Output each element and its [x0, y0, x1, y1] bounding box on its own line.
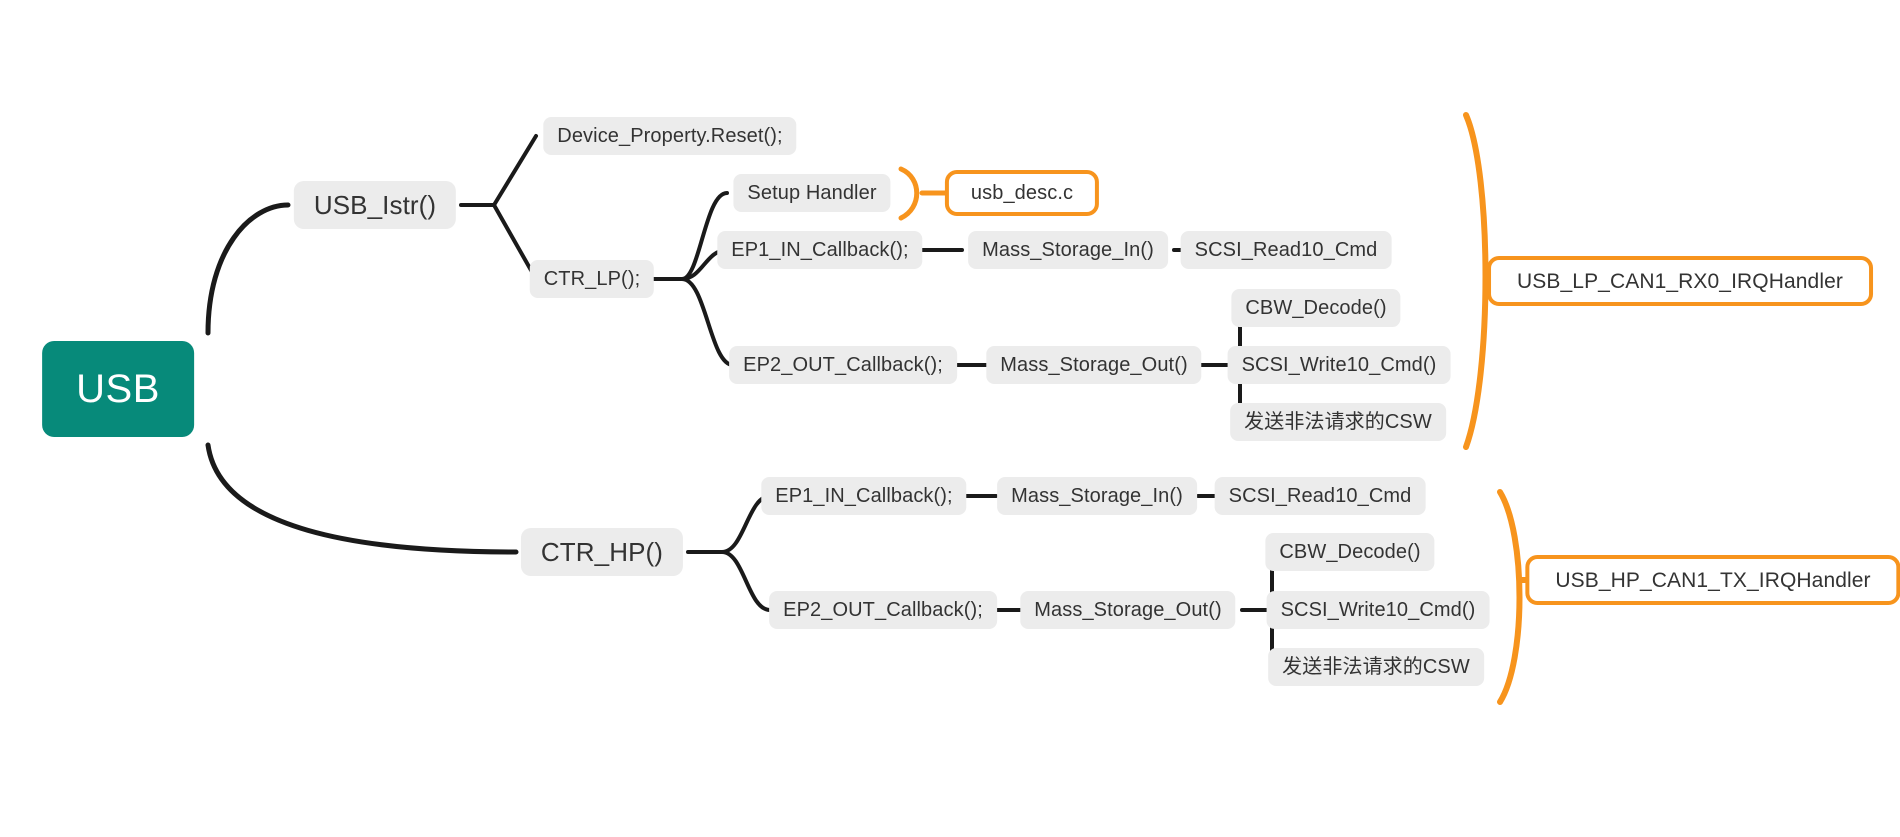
node-lp-cbw-decode[interactable]: CBW_Decode(): [1231, 289, 1401, 327]
node-hp-cbw-decode[interactable]: CBW_Decode(): [1265, 533, 1435, 571]
node-hp-scsi-read10-cmd[interactable]: SCSI_Read10_Cmd: [1214, 477, 1426, 515]
node-hp-mass-storage-in[interactable]: Mass_Storage_In(): [997, 477, 1197, 515]
node-lp-mass-storage-in-label: Mass_Storage_In(): [982, 239, 1154, 261]
node-hp-ep2-out-callback-label: EP2_OUT_Callback();: [783, 599, 983, 621]
node-ctr-hp[interactable]: CTR_HP(): [520, 528, 684, 576]
node-hp-illegal-csw[interactable]: 发送非法请求的CSW: [1268, 648, 1484, 686]
brace-setup-handler: [898, 166, 920, 221]
node-lp-mass-storage-in[interactable]: Mass_Storage_In(): [968, 231, 1168, 269]
node-device-property-reset-label: Device_Property.Reset();: [557, 125, 783, 147]
node-usb-lp-can1-rx0-irqhandler-label: USB_LP_CAN1_RX0_IRQHandler: [1517, 269, 1843, 293]
node-lp-scsi-write10-cmd[interactable]: SCSI_Write10_Cmd(): [1227, 346, 1451, 384]
node-lp-cbw-decode-label: CBW_Decode(): [1245, 297, 1387, 319]
node-lp-mass-storage-out-label: Mass_Storage_Out(): [1000, 354, 1188, 376]
node-usb-hp-can1-tx-irqhandler[interactable]: USB_HP_CAN1_TX_IRQHandler: [1525, 555, 1900, 605]
node-hp-mass-storage-out-label: Mass_Storage_Out(): [1034, 599, 1222, 621]
edge-root-to-usb-istr: [205, 202, 291, 336]
node-hp-scsi-write10-cmd[interactable]: SCSI_Write10_Cmd(): [1266, 591, 1490, 629]
edge-ctr-lp-to-ep2-out: [680, 277, 735, 367]
node-lp-ep1-in-callback[interactable]: EP1_IN_Callback();: [717, 231, 923, 269]
node-hp-cbw-decode-label: CBW_Decode(): [1279, 541, 1421, 563]
node-lp-ep2-out-callback-label: EP2_OUT_Callback();: [743, 354, 943, 376]
node-hp-ep2-out-callback[interactable]: EP2_OUT_Callback();: [769, 591, 997, 629]
node-hp-illegal-csw-label: 发送非法请求的CSW: [1282, 656, 1470, 678]
edge-root-to-ctr-hp: [205, 442, 519, 555]
node-hp-ep1-in-callback[interactable]: EP1_IN_Callback();: [761, 477, 967, 515]
node-usb-istr[interactable]: USB_Istr(): [293, 181, 457, 229]
brace-hp-group: [1497, 489, 1523, 705]
node-lp-scsi-read10-cmd[interactable]: SCSI_Read10_Cmd: [1180, 231, 1392, 269]
node-hp-scsi-write10-cmd-label: SCSI_Write10_Cmd(): [1280, 599, 1476, 621]
edge-usb-istr-to-device-property: [492, 134, 538, 207]
node-lp-illegal-csw[interactable]: 发送非法请求的CSW: [1230, 403, 1446, 441]
node-hp-scsi-read10-cmd-label: SCSI_Read10_Cmd: [1228, 485, 1412, 507]
node-lp-ep2-out-callback[interactable]: EP2_OUT_Callback();: [729, 346, 957, 384]
node-setup-handler[interactable]: Setup Handler: [733, 174, 891, 212]
node-usb-istr-label: USB_Istr(): [313, 190, 437, 220]
node-hp-mass-storage-in-label: Mass_Storage_In(): [1011, 485, 1183, 507]
node-usb-hp-can1-tx-irqhandler-label: USB_HP_CAN1_TX_IRQHandler: [1555, 568, 1871, 592]
brace-lp-group: [1463, 112, 1489, 450]
node-usb-lp-can1-rx0-irqhandler[interactable]: USB_LP_CAN1_RX0_IRQHandler: [1487, 256, 1873, 306]
node-usb-desc-c-label: usb_desc.c: [970, 182, 1074, 204]
node-lp-scsi-write10-cmd-label: SCSI_Write10_Cmd(): [1241, 354, 1437, 376]
node-hp-ep1-in-callback-label: EP1_IN_Callback();: [775, 485, 953, 507]
node-ctr-lp-label: CTR_LP();: [543, 268, 641, 290]
node-lp-mass-storage-out[interactable]: Mass_Storage_Out(): [986, 346, 1202, 384]
node-root-usb-label: USB: [76, 367, 160, 411]
node-lp-illegal-csw-label: 发送非法请求的CSW: [1244, 411, 1432, 433]
node-lp-scsi-read10-cmd-label: SCSI_Read10_Cmd: [1194, 239, 1378, 261]
node-hp-mass-storage-out[interactable]: Mass_Storage_Out(): [1020, 591, 1236, 629]
node-usb-desc-c[interactable]: usb_desc.c: [944, 170, 1100, 216]
node-root-usb[interactable]: USB: [42, 341, 194, 437]
edge-ctrhp-to-ep2out: [720, 550, 772, 612]
node-ctr-hp-label: CTR_HP(): [540, 537, 664, 567]
node-device-property-reset[interactable]: Device_Property.Reset();: [543, 117, 797, 155]
node-setup-handler-label: Setup Handler: [747, 182, 877, 204]
node-ctr-lp[interactable]: CTR_LP();: [529, 260, 655, 298]
node-lp-ep1-in-callback-label: EP1_IN_Callback();: [731, 239, 909, 261]
